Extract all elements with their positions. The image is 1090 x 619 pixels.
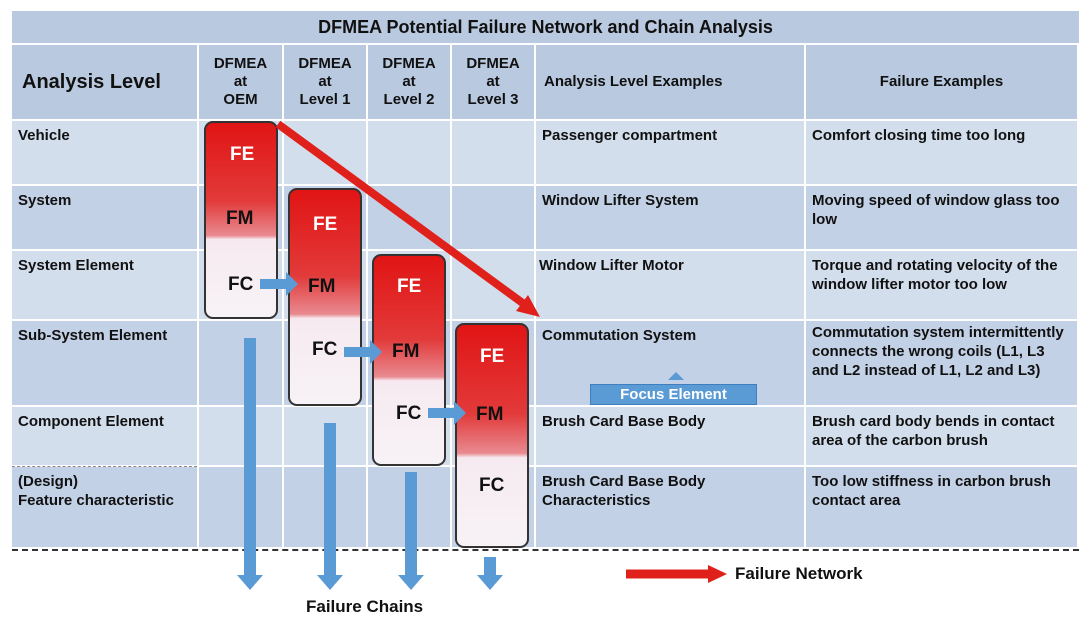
header-examples-text: Analysis Level Examples [544,73,723,90]
failure-chains-caption: Failure Chains [306,597,424,616]
focus-element-badge: Focus Element [590,384,757,405]
chain-arrow-level3 [477,557,503,590]
row-feature-c3 [368,467,452,549]
legend-arrow-head [708,565,727,583]
row-system-c4 [452,186,536,251]
header-col3-line1: DFMEA [382,55,436,72]
box-level1-fc: FC [312,339,338,360]
box-level1-fe: FE [313,214,338,235]
row-vehicle-c2 [284,121,368,186]
legend-failure-network: Failure Network [735,564,863,583]
row-vehicle-level: Vehicle [12,121,199,186]
row-feature-c1 [199,467,284,549]
header-analysis-level-examples: Analysis Level Examples [536,45,806,121]
dashed-line-bottom [12,549,1079,551]
box-level3-fc: FC [479,475,505,496]
row-system-element-example: Window Lifter Motor [536,251,806,321]
row-component-example: Brush Card Base Body [536,407,806,467]
row-sub-system-c1 [199,321,284,407]
row-component-c1 [199,407,284,467]
header-col2-line3: Level 1 [299,91,351,108]
box-oem-fm: FM [226,208,254,229]
row-component-c2 [284,407,368,467]
focus-element-label: Focus Element [620,386,727,403]
box-oem-fe: FE [230,144,255,165]
row-component-level: Component Element [12,407,199,467]
box-level1-fm: FM [308,276,336,297]
header-col4-line3: Level 3 [467,91,519,108]
row-sub-system-failure: Commutation system intermittently connec… [806,321,1079,407]
box-level2-fc: FC [396,403,422,424]
row-sub-system-level: Sub-System Element [12,321,199,407]
header-col1-line1: DFMEA [213,55,268,72]
row-system-element-failure: Torque and rotating velocity of the wind… [806,251,1079,321]
row-system-element-level: System Element [12,251,199,321]
header-analysis-level: Analysis Level [12,45,199,121]
header-failure-examples: Failure Examples [806,45,1079,121]
box-level2-fe: FE [397,276,422,297]
row-system-example: Window Lifter System [536,186,806,251]
header-col4-line1: DFMEA [466,55,520,72]
header-col3-line2: at [402,73,416,90]
diagram-title: DFMEA Potential Failure Network and Chai… [12,11,1079,45]
row-system-element-c4 [452,251,536,321]
box-oem-fc: FC [228,274,254,295]
header-col1-line2: at [233,73,248,90]
header-col2-line2: at [318,73,332,90]
header-col2-line1: DFMEA [298,55,352,72]
box-level2-fm: FM [392,341,420,362]
row-vehicle-c3 [368,121,452,186]
row-vehicle-example: Passenger compartment [536,121,806,186]
row-feature-level: (Design) Feature characteristic [12,467,199,549]
dashed-line-top [12,466,197,467]
header-analysis-level-text: Analysis Level [22,71,161,93]
header-col4-line2: at [486,73,500,90]
row-vehicle-failure: Comfort closing time too long [806,121,1079,186]
box-level3-fe: FE [480,346,505,367]
failure-box-level3 [455,323,529,548]
row-system-c3 [368,186,452,251]
header-col3-line3: Level 2 [383,91,435,108]
row-vehicle-c4 [452,121,536,186]
row-system-level: System [12,186,199,251]
row-system-failure: Moving speed of window glass too low [806,186,1079,251]
row-feature-example: Brush Card Base Body Characteristics [536,467,806,549]
row-feature-c2 [284,467,368,549]
row-feature-failure: Too low stiffness in carbon brush contac… [806,467,1079,549]
row-component-failure: Brush card body bends in contact area of… [806,407,1079,467]
header-failures-text: Failure Examples [879,73,1004,90]
header-col1-line3: OEM [223,91,258,108]
box-level3-fm: FM [476,404,504,425]
